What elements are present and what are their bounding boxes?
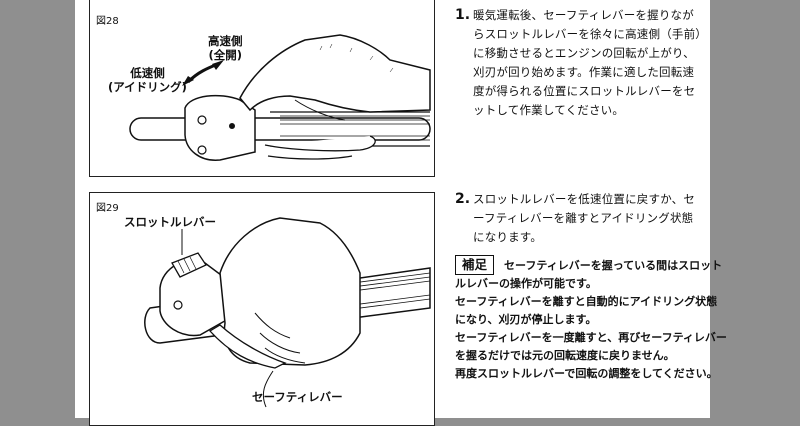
supplement-badge: 補足 (455, 255, 495, 275)
step-1-text: 暖気運転後、セーフティレバーを握りながらスロットルレバーを徐々に高速側（手前）に… (473, 8, 702, 117)
callout-low-speed: 低速側 (アイドリング) (108, 66, 187, 94)
callout-high-speed: 高速側 (全開) (208, 34, 243, 62)
step-2-text: スロットルレバーを低速位置に戻すか、セーフティレバーを離すとアイドリング状態にな… (473, 192, 696, 244)
supplement-line-1: セーフティレバーを握っている間はスロットルレバーの操作が可能です。 (455, 259, 723, 290)
step-2-number: 2. (455, 191, 471, 207)
idling-label: (アイドリング) (108, 80, 187, 94)
high-speed-label: 高速側 (208, 34, 243, 48)
callout-safety-lever: セーフティレバー (252, 390, 343, 404)
supplement-note: 補足セーフティレバーを握っている間はスロットルレバーの操作が可能です。 セーフテ… (455, 255, 727, 383)
figure-29: 図29 (89, 192, 435, 426)
manual-page: 図28 (75, 0, 727, 426)
throttle-hand-illustration-29 (144, 217, 431, 408)
callout-throttle-lever: スロットルレバー (124, 215, 216, 229)
step-1: 1. 暖気運転後、セーフティレバーを握りながらスロットルレバーを徐々に高速側（手… (455, 6, 705, 120)
step-1-number: 1. (455, 7, 471, 23)
full-open-label: (全開) (208, 48, 242, 62)
low-speed-label: 低速側 (130, 66, 165, 80)
supplement-line-4: 再度スロットルレバーで回転の調整をしてください。 (455, 367, 718, 380)
supplement-line-3: セーフティレバーを一度離すと、再びセーフティレバーを握るだけでは元の回転速度に戻… (455, 331, 727, 362)
step-2: 2. スロットルレバーを低速位置に戻すか、セーフティレバーを離すとアイドリング状… (455, 190, 705, 247)
figure-28-label: 図28 (96, 16, 119, 27)
supplement-line-2: セーフティレバーを離すと自動的にアイドリング状態になり、刈刃が停止します。 (455, 295, 718, 326)
figure-29-label: 図29 (96, 203, 119, 214)
throttle-hand-illustration-28 (129, 34, 431, 161)
figure-28: 図28 (89, 0, 435, 177)
